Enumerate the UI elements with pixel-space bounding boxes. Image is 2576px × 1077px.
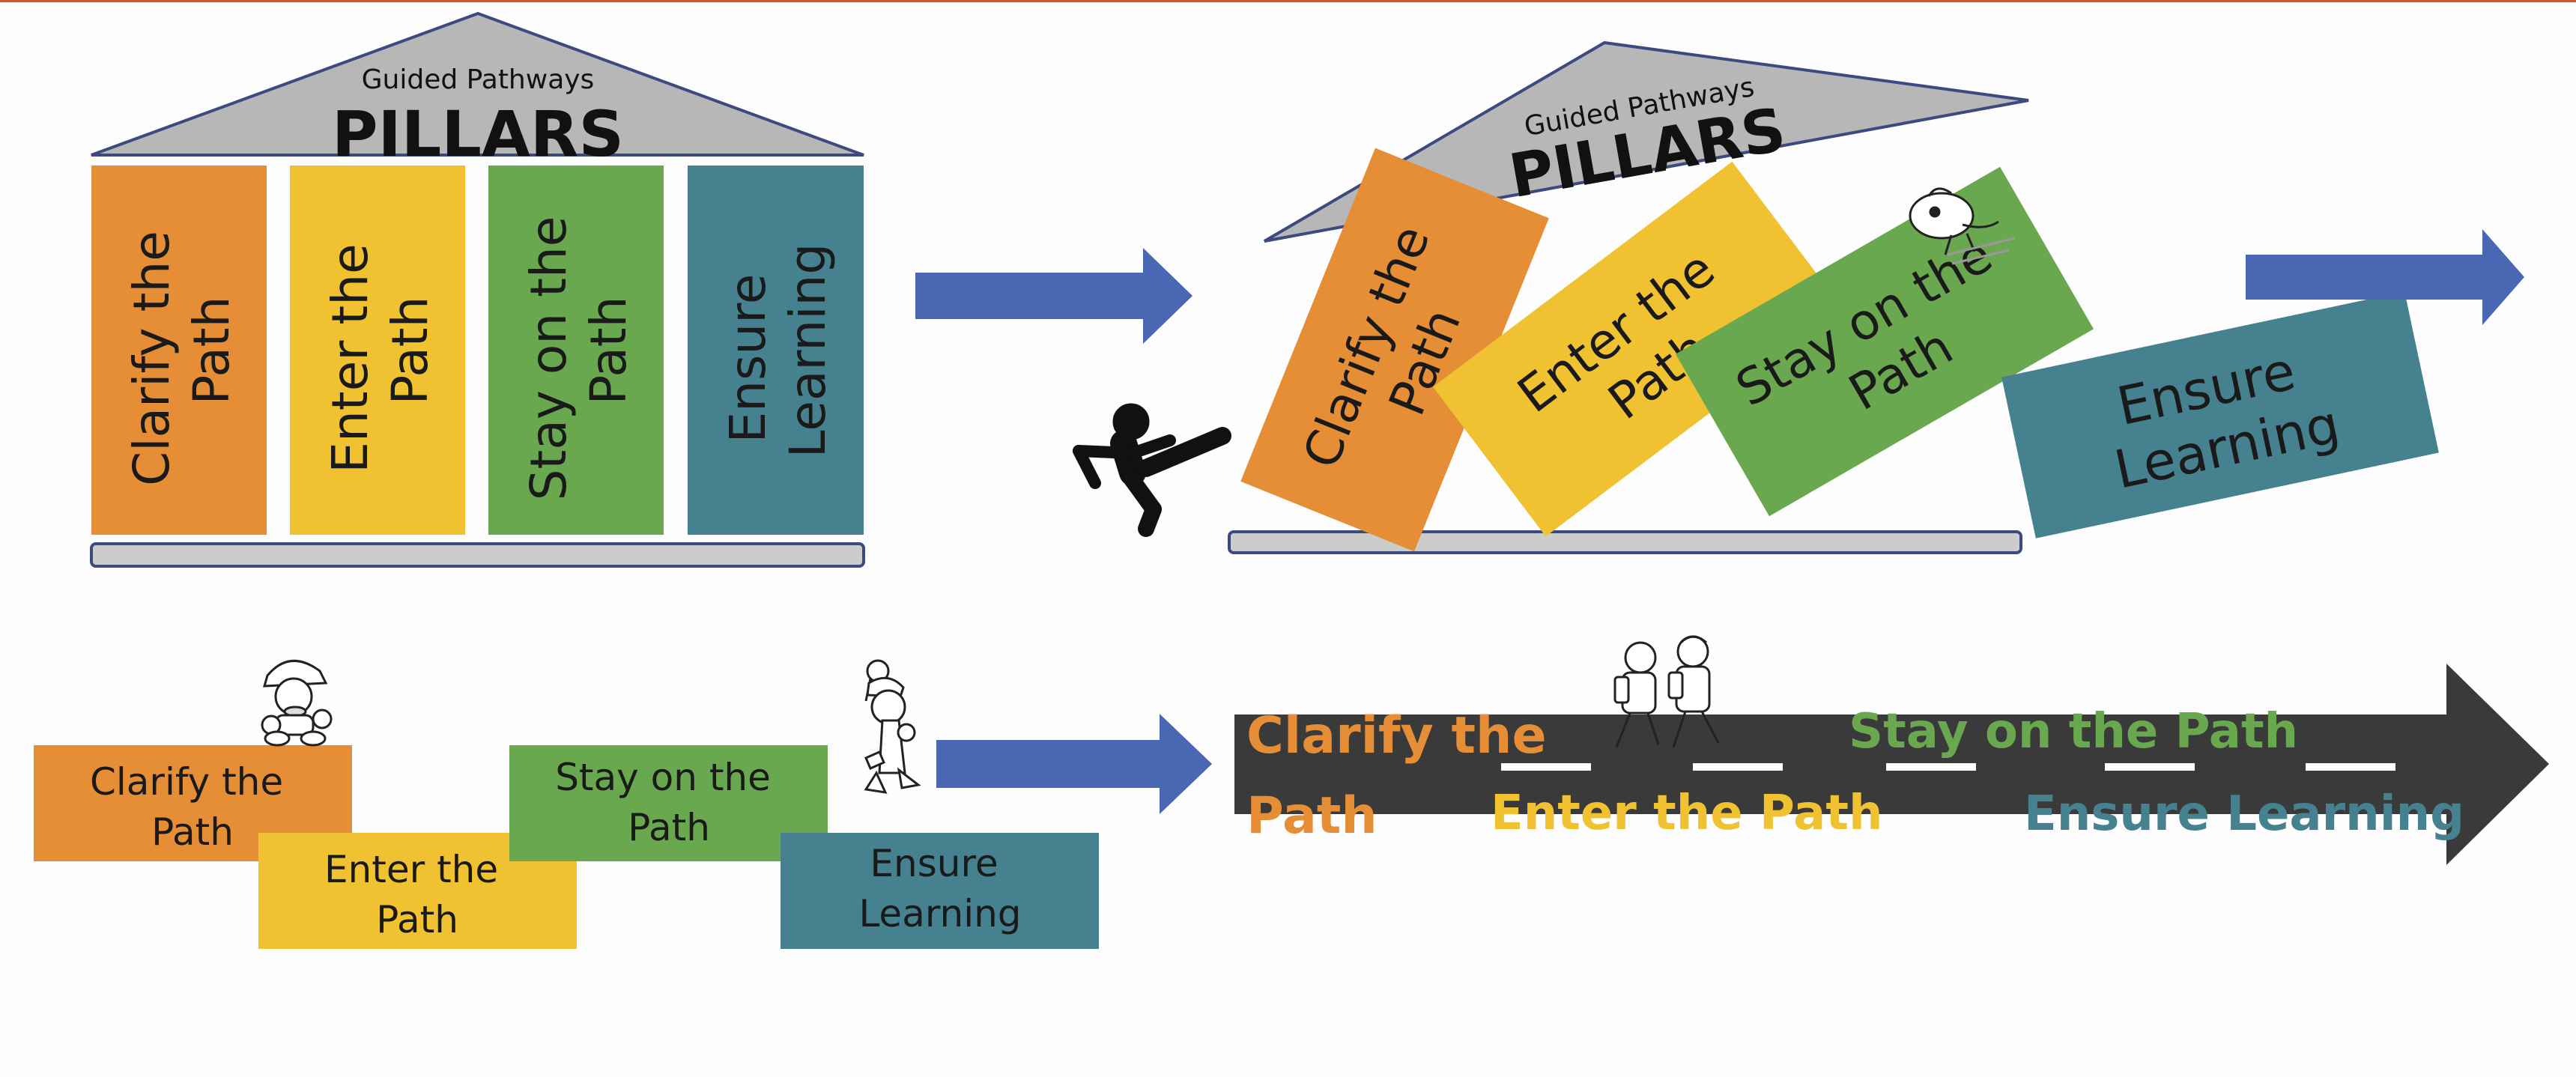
pillar-stay-line2: Path bbox=[580, 297, 637, 405]
step-ensure bbox=[781, 833, 1099, 949]
luigi-character-icon bbox=[864, 659, 921, 794]
pillar-enter bbox=[290, 166, 465, 535]
step-stay-line1: Stay on the bbox=[555, 756, 771, 799]
step-enter-line2: Path bbox=[376, 898, 458, 941]
pillar-enter-label: Enter the Path bbox=[321, 228, 439, 473]
step-stay-line2: Path bbox=[628, 806, 710, 849]
panel-upright-pillars: Guided Pathways PILLARS Clarify the Path… bbox=[90, 11, 865, 568]
step-enter-line1: Enter the bbox=[324, 848, 498, 891]
falling-character-icon bbox=[1909, 187, 2016, 265]
pillar-clarify-label: Clarify the Path bbox=[123, 215, 240, 486]
pillar-clarify bbox=[91, 166, 267, 535]
road-label-ensure: Ensure Learning bbox=[2024, 786, 2464, 842]
pillar-stay bbox=[488, 166, 664, 535]
lane-dash bbox=[1886, 763, 1976, 771]
pillar-ensure-line2: Learning bbox=[779, 243, 837, 458]
pillar-clarify-line1: Clarify the bbox=[123, 231, 181, 486]
roof-title: PILLARS bbox=[332, 97, 624, 171]
step-ensure-label: Ensure Learning bbox=[858, 842, 1021, 935]
falling-pillar-clarify-box bbox=[1240, 148, 1549, 552]
falling-pillar-enter-box bbox=[1433, 161, 1845, 537]
panel-falling-pillars: Guided Pathways PILLARS Clarify the Path… bbox=[1073, 40, 2439, 554]
pillar-stay-line1: Stay on the bbox=[520, 216, 578, 501]
road-label-clarify-line2: Path bbox=[1246, 786, 1378, 846]
pillar-base-tilted bbox=[1228, 530, 2022, 554]
falling-pillar-clarify: Clarify the Path bbox=[1240, 148, 1549, 552]
step-enter-label: Enter the Path bbox=[324, 848, 510, 941]
step-ensure-line2: Learning bbox=[858, 892, 1021, 935]
pillar-clarify-line2: Path bbox=[183, 297, 240, 405]
kicking-person-icon bbox=[1073, 403, 1231, 537]
step-clarify-line1: Clarify the bbox=[90, 760, 283, 804]
lane-dash bbox=[2306, 763, 2395, 771]
arrow-right-icon bbox=[2246, 229, 2524, 325]
step-stay bbox=[509, 745, 828, 861]
step-clarify-label: Clarify the Path bbox=[90, 760, 295, 854]
lane-dash bbox=[1501, 763, 1591, 771]
panel-stair-steps: Clarify the Path Enter the Path Stay on … bbox=[34, 659, 1099, 949]
mario-character-icon bbox=[261, 660, 333, 747]
step-ensure-line1: Ensure bbox=[870, 842, 998, 885]
students-walking-icon bbox=[1613, 635, 1720, 748]
step-stay-label: Stay on the Path bbox=[555, 756, 783, 849]
pillar-enter-line1: Enter the bbox=[321, 243, 379, 473]
lane-dashes bbox=[1501, 763, 2395, 771]
pillar-ensure bbox=[688, 166, 864, 535]
road-label-clarify-line1: Clarify the bbox=[1246, 706, 1547, 765]
arrow-right-icon bbox=[936, 714, 1212, 814]
falling-pillar-ensure-box bbox=[2001, 291, 2439, 538]
pillar-base bbox=[90, 542, 865, 568]
arrow-right-icon bbox=[915, 248, 1192, 344]
road-label-clarify: Clarify the Path bbox=[1246, 706, 1564, 846]
road-label-enter: Enter the Path bbox=[1491, 786, 1883, 841]
roof-subtitle: Guided Pathways bbox=[362, 64, 595, 95]
lane-dash bbox=[2105, 763, 2195, 771]
step-clarify-line2: Path bbox=[151, 810, 234, 854]
pillar-stay-label: Stay on the Path bbox=[520, 201, 637, 501]
roof-pediment bbox=[91, 11, 864, 157]
lane-dash bbox=[1693, 763, 1783, 771]
road-label-stay: Stay on the Path bbox=[1849, 704, 2298, 759]
pillar-ensure-label: Ensure Learning bbox=[719, 243, 837, 458]
pillar-ensure-line1: Ensure bbox=[719, 273, 777, 443]
pillar-enter-line2: Path bbox=[381, 297, 439, 405]
panel-road-arrow: Clarify the Path Enter the Path Stay on … bbox=[1234, 635, 2549, 865]
